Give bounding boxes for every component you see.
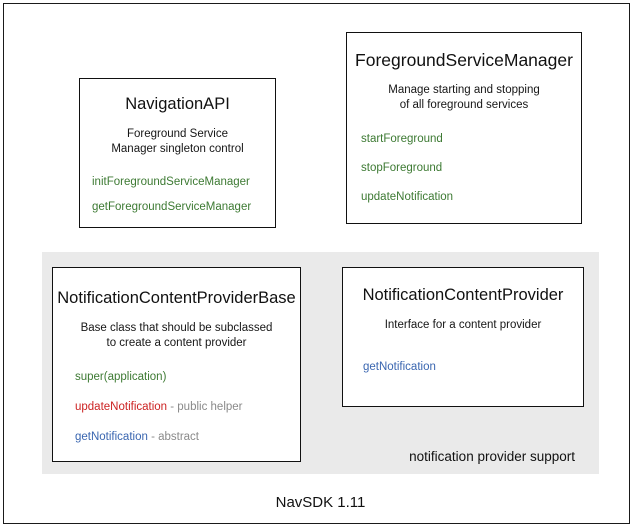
member-row[interactable]: getNotification <box>363 361 583 375</box>
description-line: Foreground Service <box>127 127 228 140</box>
class-title-notification-content-provider-base: NotificationContentProviderBase <box>57 289 296 307</box>
member-row[interactable]: stopForeground <box>361 162 581 176</box>
class-description-foreground-service-manager: Manage starting and stopping of all fore… <box>347 83 581 113</box>
member-row[interactable]: getForegroundServiceManager <box>92 201 275 215</box>
member-note: - abstract <box>147 430 200 443</box>
member-list-foreground-service-manager: startForeground stopForeground updateNot… <box>347 133 581 204</box>
member-name: updateNotification <box>75 401 168 414</box>
description-line: Manage starting and stopping <box>388 84 540 97</box>
member-note: - public helper <box>167 401 243 414</box>
member-name: initForegroundServiceManager <box>92 176 250 189</box>
member-row[interactable]: startForeground <box>361 133 581 147</box>
diagram-outer-frame: notification provider support Navigation… <box>3 3 630 524</box>
member-name: getForegroundServiceManager <box>92 201 252 214</box>
description-line: of all foreground services <box>399 99 529 112</box>
class-box-notification-content-provider[interactable]: NotificationContentProvider Interface fo… <box>342 267 584 407</box>
member-name: updateNotification <box>361 191 454 204</box>
diagram-caption: NavSDK 1.11 <box>275 494 366 511</box>
description-line: Interface for a content provider <box>384 318 542 331</box>
description-line: to create a content provider <box>106 337 247 350</box>
class-description-notification-content-provider-base: Base class that should be subclassed to … <box>53 321 300 351</box>
member-row[interactable]: super(application) <box>75 371 300 385</box>
member-name: super(application) <box>75 371 167 384</box>
class-description-notification-content-provider: Interface for a content provider <box>343 318 583 333</box>
class-description-navigation-api: Foreground Service Manager singleton con… <box>80 127 275 157</box>
group-label: notification provider support <box>409 449 575 464</box>
class-box-notification-content-provider-base[interactable]: NotificationContentProviderBase Base cla… <box>52 267 301 462</box>
member-list-notification-content-provider: getNotification <box>343 361 583 375</box>
class-box-foreground-service-manager[interactable]: ForegroundServiceManager Manage starting… <box>346 32 582 224</box>
class-title-navigation-api: NavigationAPI <box>125 95 230 113</box>
member-name: startForeground <box>361 133 443 146</box>
member-row[interactable]: initForegroundServiceManager <box>92 176 275 190</box>
class-title-foreground-service-manager: ForegroundServiceManager <box>355 50 573 70</box>
member-row[interactable]: updateNotification - public helper <box>75 401 300 415</box>
member-row[interactable]: updateNotification <box>361 191 581 205</box>
member-name: getNotification <box>75 430 148 443</box>
member-name: getNotification <box>363 361 436 374</box>
member-list-navigation-api: initForegroundServiceManager getForegrou… <box>80 176 275 215</box>
member-list-notification-content-provider-base: super(application) updateNotification - … <box>53 371 300 444</box>
class-title-notification-content-provider: NotificationContentProvider <box>362 286 564 304</box>
class-box-navigation-api[interactable]: NavigationAPI Foreground Service Manager… <box>79 78 276 228</box>
member-row[interactable]: getNotification - abstract <box>75 431 300 445</box>
description-line: Base class that should be subclassed <box>80 321 273 334</box>
member-name: stopForeground <box>361 162 443 175</box>
description-line: Manager singleton control <box>111 143 244 156</box>
